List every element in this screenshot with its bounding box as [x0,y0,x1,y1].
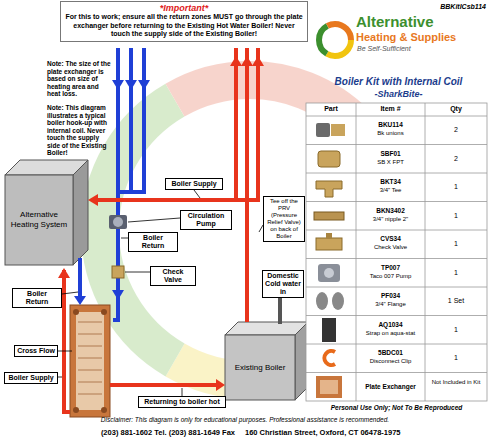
heating-system-cube [5,160,88,265]
part-description: 3/4" Flange [357,301,424,308]
node-text: Returning to boiler hot [141,398,223,406]
callout-box: Boiler Return [12,288,62,308]
part-description: Strap on aqua-stat [357,330,424,337]
callout-box: Cross Flow [14,345,58,357]
callout-box: Boiler Supply [4,372,58,384]
node-text: Tee off the PRV (Pressure Relief Valve) … [265,198,303,240]
callout-box: Circulation Pump [180,210,232,230]
part-number: PF034 [357,292,424,300]
part-number: Plate Exchanger [357,383,424,391]
part-number: TP007 [357,264,424,272]
logo-text: Heating & Supplies [356,31,490,43]
logo-swirl [319,24,351,56]
table-header: Qty [425,105,487,113]
parts-table-grid [306,103,487,401]
quantity: 1 [426,240,486,248]
node-heading: *Important* [64,3,304,13]
part-number: AQ1034 [357,321,424,329]
callout-box: Tee off the PRV (Pressure Relief Valve) … [263,196,305,242]
part-number: CVS34 [357,235,424,243]
boiler-box: Existing Boiler [225,335,295,400]
part-description: Check Valve [357,244,424,251]
subtitle: -SharkBite- [310,89,487,99]
part-description: Bk unions [357,130,424,137]
part-number: BKT34 [357,178,424,186]
logo-text: Alternative [356,14,490,30]
contact-text: 160 Christian Street, Oxford, CT 06478-1… [245,428,480,437]
part-description: SB X FPT [357,159,424,166]
quantity: 1 [426,326,486,334]
disclaimer: Disclaimer: This diagram is only for edu… [0,416,490,424]
node-text: Check Valve [153,268,193,284]
part-number: BKN3402 [357,207,424,215]
important-box: *Important*For this to work; ensure all … [60,1,308,42]
quantity: 1 [426,183,486,191]
quantity: 1 [426,354,486,362]
part-description: 3/4" Tee [357,187,424,194]
part-number: 5BDC01 [357,349,424,357]
quantity: 1 [426,212,486,220]
callout-box: Boiler Supply [165,178,223,190]
quantity: 1 Set [426,297,486,305]
node-text: Domestic Cold water in [265,272,301,296]
quantity: 2 [426,155,486,163]
callout-box: Returning to boiler hot [138,396,226,408]
document-code: BBKitICsb114 [400,3,486,10]
supply-pipes [64,48,260,412]
callout-box: Domestic Cold water in [262,270,304,298]
diagram-title: Boiler Kit with Internal Coil [310,76,487,87]
node-text: Circulation Pump [183,212,229,228]
note-text: Note: The size of the plate exchanger is… [47,60,113,98]
node-text: Boiler Return [15,290,59,306]
node-text-group: Existing Boiler [235,363,286,373]
node-text: Alternative Heating System [9,210,69,230]
contact-text: (203) 881-1602 Tel. (203) 881-1649 Fax [30,428,235,437]
quantity: 1 [426,269,486,277]
node-text: Boiler Supply [168,180,220,188]
logo-tagline: Be Self-Sufficient [357,45,490,53]
part-number: SBF01 [357,150,424,158]
part-description: 3/4" nipple 2" [357,216,424,223]
quantity: Not Included in Kit [426,379,486,386]
table-header: Part [306,105,356,113]
usage-note: Personal Use Only; Not To Be Reproduced [306,404,487,412]
pump-symbol [109,215,127,229]
quantity: 2 [426,126,486,134]
node-text: Cross Flow [17,347,55,355]
part-description: Disconnect Clip [357,358,424,365]
table-header: Item # [356,105,425,113]
node-text: Boiler Supply [7,374,55,382]
node-text: Existing Boiler [235,363,286,373]
part-description: Taco 007 Pump [357,273,424,280]
check-valve-symbol [112,266,124,278]
note-text: Note: This diagram illustrates a typical… [47,104,113,157]
node-text-group: Alternative Heating System [9,210,69,230]
boiler-cube [225,322,308,400]
node-text: Boiler Return [131,234,175,250]
node-text: For this to work; ensure all the return … [64,13,304,39]
system-box: Alternative Heating System [5,175,73,265]
part-number: BKU114 [357,121,424,129]
plate-exchanger [70,305,110,417]
part-icons [314,123,345,398]
callout-box: Boiler Return [128,232,178,252]
callout-box: Check Valve [150,266,196,286]
